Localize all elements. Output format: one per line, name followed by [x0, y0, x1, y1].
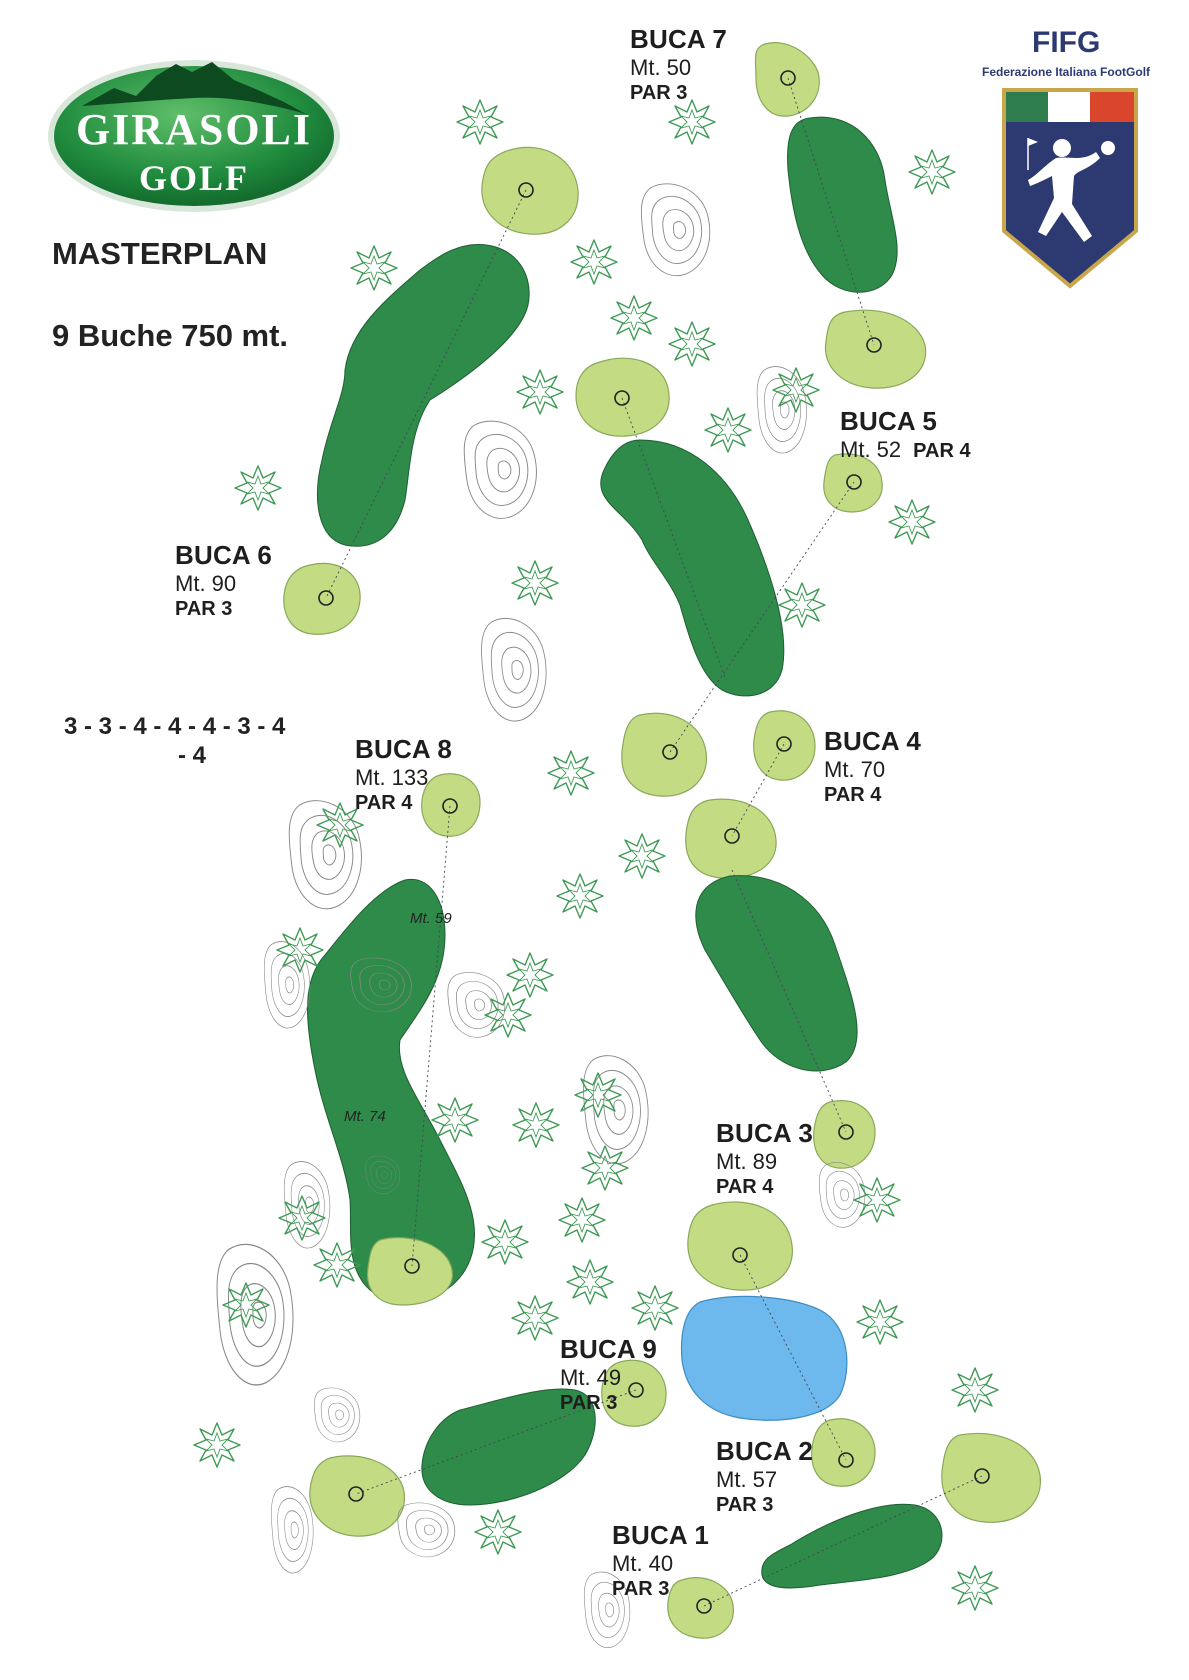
hole-9-layout [309, 1359, 667, 1537]
hole-1-label: BUCA 1 Mt. 40 PAR 3 [612, 1520, 710, 1600]
fifg-acronym: FIFG [1032, 26, 1101, 59]
logo-text-2: GOLF [139, 158, 249, 198]
hole-8-label: BUCA 8 Mt. 133 PAR 4 [355, 734, 453, 814]
girasoli-golf-logo: GIRASOLI GOLF [48, 60, 340, 212]
page-title: MASTERPLAN [52, 236, 268, 271]
mountain-icon [82, 62, 306, 114]
logo-text-1: GIRASOLI [76, 105, 312, 154]
par-sequence: 3 - 3 - 4 - 4 - 4 - 3 - 4 [64, 713, 286, 740]
segment-label-74: Mt. 74 [344, 1108, 386, 1125]
hole-4-layout [685, 710, 858, 1072]
fifg-name: Federazione Italiana FootGolf [982, 65, 1151, 79]
hole-6-layout [283, 146, 579, 635]
hole-4-label: BUCA 4 Mt. 70 PAR 4 [824, 726, 922, 806]
page-subtitle: 9 Buche 750 mt. [52, 318, 289, 353]
par-sequence-tail: - 4 [178, 742, 207, 769]
hole-2-layout [680, 1201, 876, 1487]
hole-3-label: BUCA 3 Mt. 89 PAR 4 [716, 1118, 814, 1198]
hole-7-label: BUCA 7 Mt. 50 PAR 3 [630, 24, 728, 104]
hole-6-label: BUCA 6 Mt. 90 PAR 3 [175, 540, 273, 620]
hole-9-label: BUCA 9 Mt. 49 PAR 3 [560, 1334, 658, 1414]
fifg-shield-icon [1002, 88, 1138, 289]
segment-label-59: Mt. 59 [410, 910, 452, 927]
hole-5-label: BUCA 5 Mt. 52 PAR 4 [840, 406, 971, 462]
hole-3-layout [731, 869, 876, 1169]
hole-5-layout [575, 357, 883, 797]
footgolfer-kicking-icon [1028, 139, 1115, 242]
hole-2-label: BUCA 2 Mt. 57 PAR 3 [716, 1436, 814, 1516]
hole-7-layout [754, 42, 927, 389]
hole-1-layout [667, 1432, 1041, 1639]
hole-8-layout [307, 773, 481, 1306]
